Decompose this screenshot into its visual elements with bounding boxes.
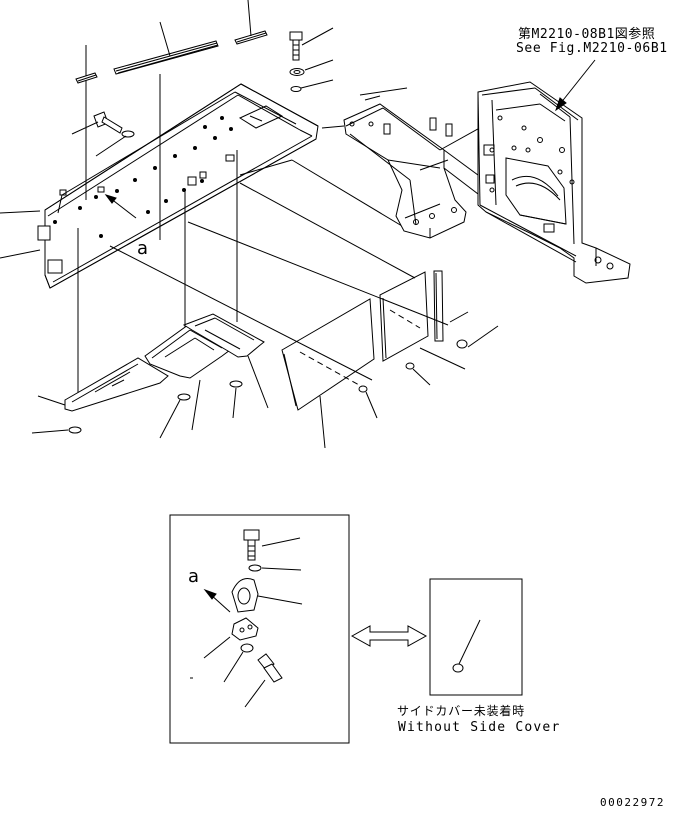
leader-line	[160, 22, 170, 56]
leader-line	[160, 400, 180, 438]
leader-line	[32, 430, 68, 433]
dashed-guide	[300, 352, 368, 390]
leader-line	[96, 136, 126, 156]
leader-line	[320, 396, 325, 448]
leader-line	[248, 0, 251, 36]
leader-line	[302, 28, 333, 45]
step-bracket-right	[184, 314, 264, 357]
leader-line	[0, 250, 40, 258]
leader-line	[258, 596, 302, 604]
reference-note-ja: 第M2210-08B1図参照	[518, 27, 656, 42]
washer	[290, 69, 304, 76]
leader-line	[192, 380, 200, 430]
detail-latch-plate	[232, 618, 258, 640]
leader-line	[366, 392, 377, 418]
dashed-guide	[390, 310, 420, 328]
leader-line	[248, 356, 268, 408]
step-platform-main	[38, 84, 318, 288]
leader-line	[459, 620, 480, 664]
leader-line	[72, 122, 98, 134]
leader-line	[468, 326, 498, 347]
side-cover-panel-medium	[380, 272, 428, 361]
detail-arrow	[205, 590, 230, 612]
detail-label-a: a	[137, 238, 149, 259]
alignment-line	[110, 246, 372, 380]
leader-line	[262, 538, 300, 546]
washer	[69, 427, 81, 433]
leader-line	[224, 652, 243, 682]
leader-line	[420, 348, 465, 369]
washer	[122, 131, 134, 137]
detail-bolt-top	[244, 530, 259, 560]
plate-strip-small-right	[235, 31, 267, 44]
plate-strip-long	[114, 41, 218, 74]
clip-fastener	[406, 363, 414, 369]
washer	[230, 381, 242, 387]
washer	[178, 394, 190, 400]
drawing-number: 00022972	[600, 796, 665, 809]
without-side-cover-box	[430, 579, 522, 695]
detail-washer	[249, 565, 261, 571]
detail-washer	[241, 644, 253, 652]
leader-line	[450, 312, 468, 322]
condition-caption-ja: サイドカバー未装着時	[397, 704, 526, 718]
condition-caption-en: Without Side Cover	[398, 720, 561, 735]
washer-hole	[294, 71, 300, 74]
side-cover-panel-thin	[434, 271, 443, 341]
side-cover-panel-large	[282, 299, 374, 410]
leader-line	[413, 369, 430, 385]
leader-line	[38, 396, 65, 405]
leader-line	[305, 60, 333, 70]
leader-line	[262, 568, 301, 570]
reference-arrow	[556, 60, 595, 110]
bolt-left	[94, 112, 122, 133]
clip-fastener	[457, 340, 467, 348]
alignment-line	[188, 222, 448, 325]
leader-line	[0, 211, 40, 213]
clip-fastener	[453, 664, 463, 672]
alignment-line	[240, 160, 292, 175]
detail-a-box	[170, 515, 349, 743]
bolt-top	[290, 32, 302, 60]
detail-catch-bracket	[232, 579, 258, 613]
leader-line	[204, 637, 230, 658]
step-bracket-lower-left	[65, 358, 168, 411]
leader-line	[233, 388, 236, 418]
detail-arrow-a	[106, 195, 136, 218]
alignment-line	[240, 183, 415, 278]
alignment-line	[292, 160, 412, 232]
machine-frame	[344, 82, 630, 283]
plate-strip-small-left	[76, 73, 97, 83]
lock-washer	[291, 87, 301, 92]
leader-line	[245, 680, 265, 707]
leader-line	[322, 126, 344, 128]
leader-line	[301, 80, 333, 88]
double-arrow	[352, 626, 426, 646]
detail-label-a-inset: a	[188, 566, 200, 587]
reference-note-en: See Fig.M2210-06B1	[516, 41, 668, 56]
detail-bolt-bottom	[258, 654, 282, 682]
clip-fastener	[359, 386, 367, 392]
